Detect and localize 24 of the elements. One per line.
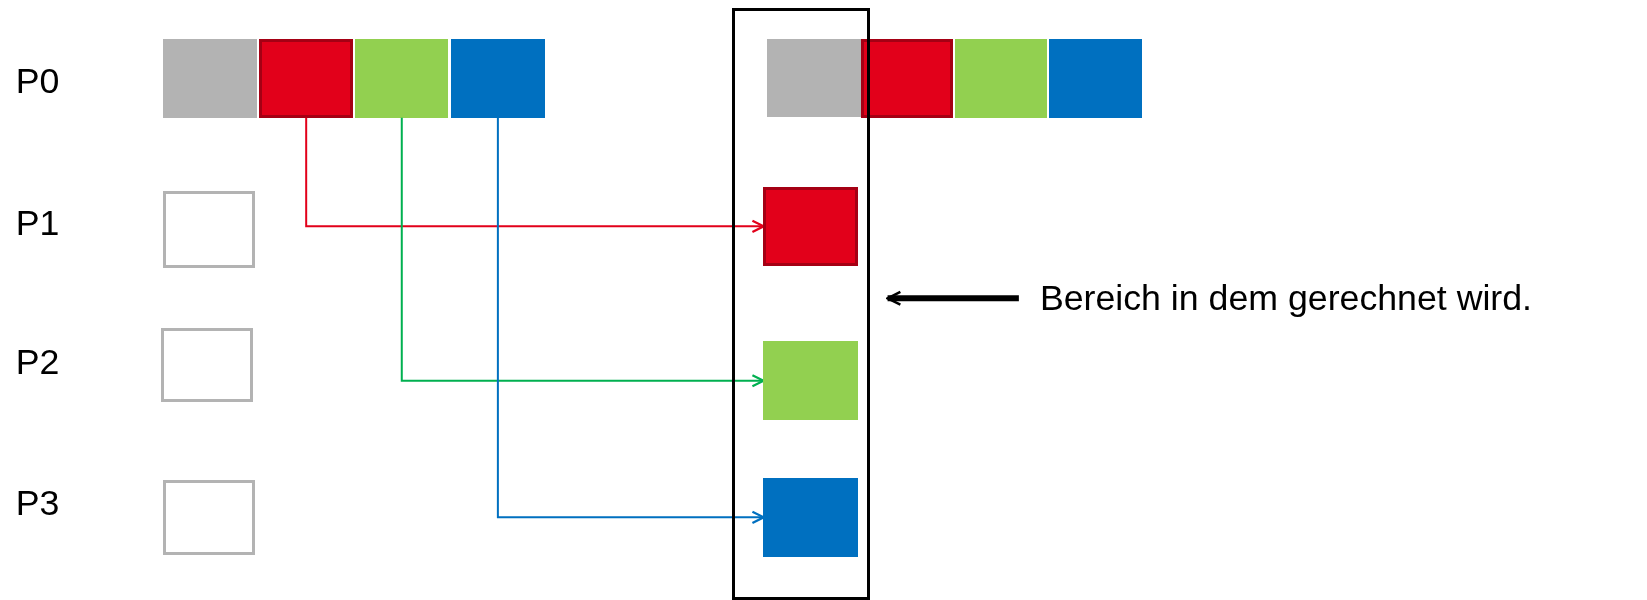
arrow (400, 116, 765, 388)
arrow (305, 116, 765, 234)
data-block (1049, 38, 1142, 118)
data-block (162, 38, 258, 118)
data-block (763, 186, 858, 266)
process-label: P2 (15, 344, 60, 381)
data-block (766, 38, 862, 118)
process-label: P3 (15, 486, 60, 523)
arrow (886, 290, 1019, 306)
annotation-text: Bereich in dem gerechnet wird. (1039, 275, 1533, 322)
data-block (450, 38, 546, 118)
process-label: P0 (15, 64, 60, 100)
data-block (763, 341, 858, 420)
data-block (355, 38, 449, 118)
data-block (259, 38, 353, 118)
data-block (763, 477, 858, 557)
data-block (861, 38, 953, 118)
empty-buffer-box (162, 191, 256, 268)
empty-buffer-box (162, 480, 256, 555)
compute-region-frame (732, 8, 870, 600)
arrow (496, 116, 765, 525)
data-block (954, 38, 1048, 118)
process-label: P1 (15, 205, 60, 242)
empty-buffer-box (160, 327, 254, 403)
